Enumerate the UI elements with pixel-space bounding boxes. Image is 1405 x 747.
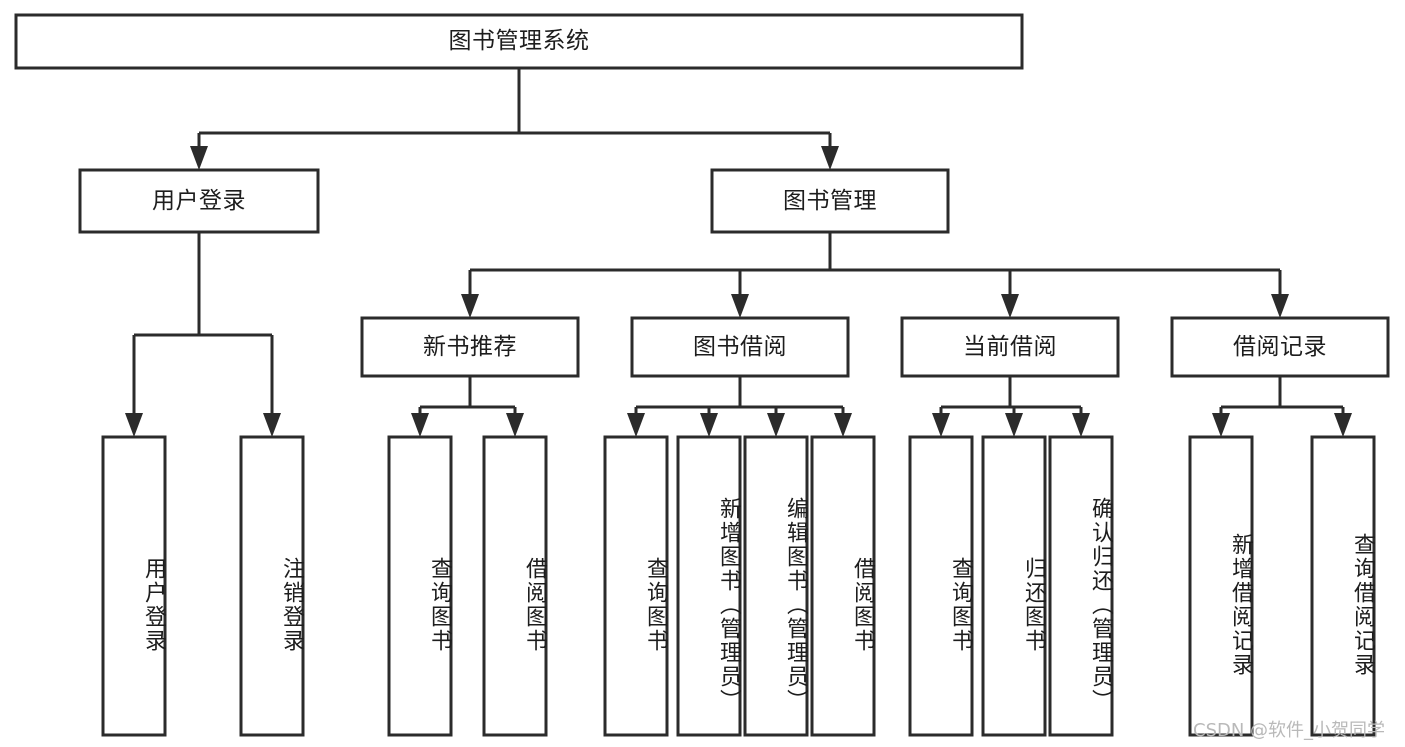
arrow-to-new-book-leaf-0 bbox=[411, 413, 429, 437]
arrow-to-level3-0 bbox=[461, 294, 479, 318]
node-box-l3_3[interactable] bbox=[1170, 316, 1390, 378]
node-box-leaf_2[interactable] bbox=[387, 435, 453, 737]
arrow-to-borrow-record-leaf-0 bbox=[1212, 413, 1230, 437]
arrow-to-user-login-leaf-1 bbox=[263, 413, 281, 437]
node-box-leaf_0[interactable] bbox=[101, 435, 167, 737]
arrow-to-book-borrow-leaf-1 bbox=[700, 413, 718, 437]
arrow-to-new-book-leaf-1 bbox=[506, 413, 524, 437]
arrow-to-current-borrow-leaf-1 bbox=[1005, 413, 1023, 437]
node-box-leaf_3[interactable] bbox=[482, 435, 548, 737]
node-box-leaf_10[interactable] bbox=[1048, 435, 1114, 737]
arrow-to-level3-2 bbox=[1001, 294, 1019, 318]
arrow-to-current-borrow-leaf-0 bbox=[932, 413, 950, 437]
arrow-to-book-borrow-leaf-0 bbox=[627, 413, 645, 437]
arrow-to-level2-0 bbox=[190, 146, 208, 170]
node-box-leaf_6[interactable] bbox=[743, 435, 809, 737]
node-box-leaf_11[interactable] bbox=[1188, 435, 1254, 737]
node-box-leaf_1[interactable] bbox=[239, 435, 305, 737]
arrow-to-level2-1 bbox=[821, 146, 839, 170]
node-box-leaf_5[interactable] bbox=[676, 435, 742, 737]
arrow-to-user-login-leaf-0 bbox=[125, 413, 143, 437]
node-box-l2_1[interactable] bbox=[710, 168, 950, 234]
arrow-to-book-borrow-leaf-2 bbox=[767, 413, 785, 437]
arrow-to-book-borrow-leaf-3 bbox=[834, 413, 852, 437]
arrow-to-level3-3 bbox=[1271, 294, 1289, 318]
node-box-l2_0[interactable] bbox=[78, 168, 320, 234]
node-box-leaf_8[interactable] bbox=[908, 435, 974, 737]
node-box-leaf_12[interactable] bbox=[1310, 435, 1376, 737]
node-box-l3_0[interactable] bbox=[360, 316, 580, 378]
node-box-l3_2[interactable] bbox=[900, 316, 1120, 378]
node-box-leaf_7[interactable] bbox=[810, 435, 876, 737]
arrow-to-current-borrow-leaf-2 bbox=[1072, 413, 1090, 437]
node-box-l3_1[interactable] bbox=[630, 316, 850, 378]
arrow-to-borrow-record-leaf-1 bbox=[1334, 413, 1352, 437]
node-box-leaf_4[interactable] bbox=[603, 435, 669, 737]
node-box-root[interactable] bbox=[14, 13, 1024, 70]
arrow-to-level3-1 bbox=[731, 294, 749, 318]
node-box-leaf_9[interactable] bbox=[981, 435, 1047, 737]
